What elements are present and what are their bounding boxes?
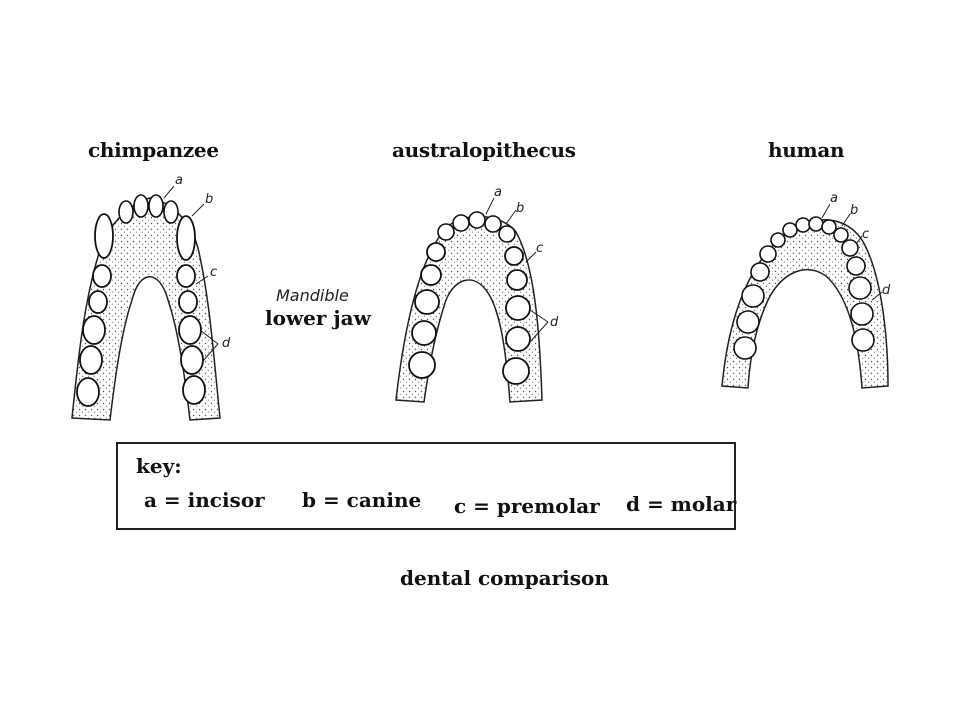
key-canine: b = canine — [302, 488, 422, 512]
human-tooth-1 — [782, 222, 798, 238]
chimp-canine-right — [176, 215, 196, 261]
chimp-premolar-l2 — [88, 290, 108, 314]
australo-incisor-4 — [484, 215, 502, 233]
human-jaw: a b c d — [721, 191, 891, 389]
human-label-d: d — [882, 283, 891, 298]
chimp-molar-r1 — [178, 315, 202, 345]
human-title: human — [768, 138, 845, 162]
human-tooth-r4 — [850, 302, 874, 326]
human-tooth-l1 — [770, 232, 786, 248]
australo-molar-l1 — [414, 289, 440, 315]
chimp-canine-left — [94, 213, 114, 259]
australo-label-d: d — [550, 315, 559, 330]
australo-premolar-r1 — [504, 246, 524, 266]
chimp-premolar-l1 — [92, 264, 112, 288]
chimp-molar-l2 — [79, 345, 103, 375]
human-tooth-2 — [795, 217, 811, 233]
chimpanzee-title: chimpanzee — [88, 138, 219, 162]
chimp-premolar-r1 — [176, 264, 196, 288]
australo-label-c: c — [536, 241, 543, 256]
chimp-molar-l1 — [82, 315, 106, 345]
diagram-caption: dental comparison — [400, 566, 609, 590]
chimp-premolar-r2 — [178, 290, 198, 314]
chimp-incisor-4 — [163, 200, 179, 224]
human-tooth-r5 — [851, 328, 875, 352]
human-tooth-r1 — [841, 239, 859, 257]
australo-premolar-r2 — [506, 269, 528, 291]
key-box: key: a = incisor b = canine c = premolar… — [116, 442, 736, 530]
human-tooth-l4 — [741, 284, 765, 308]
australo-incisor-1 — [437, 223, 455, 241]
chimp-label-c: c — [210, 265, 217, 280]
chimp-label-d: d — [222, 336, 231, 351]
human-tooth-r3 — [848, 276, 872, 300]
chimp-molar-r2 — [180, 345, 204, 375]
australo-incisor-2 — [452, 214, 470, 232]
lower-jaw-label: lower jaw — [265, 306, 371, 330]
australo-molar-l3 — [408, 351, 436, 379]
chimp-molar-l3 — [76, 377, 100, 407]
australo-molar-r3 — [502, 357, 530, 385]
australo-incisor-3 — [468, 211, 486, 229]
australo-molar-r2 — [505, 326, 531, 352]
human-label-b: b — [850, 203, 858, 218]
australo-premolar-l1 — [426, 242, 446, 262]
chimp-label-a: a — [175, 173, 183, 188]
key-incisor: a = incisor — [144, 488, 265, 512]
human-tooth-3 — [808, 216, 824, 232]
human-tooth-5 — [833, 227, 849, 243]
chimp-label-b: b — [205, 192, 213, 207]
australo-premolar-l2 — [420, 264, 442, 286]
chimpanzee-jaw: a b c d — [71, 173, 231, 421]
human-label-a: a — [830, 191, 838, 206]
human-tooth-l5 — [736, 310, 760, 334]
human-tooth-l3 — [750, 262, 770, 282]
human-tooth-l6 — [733, 336, 757, 360]
human-label-c: c — [862, 227, 869, 242]
australo-molar-r1 — [505, 295, 531, 321]
australo-canine-right — [498, 225, 516, 243]
mandible-label: Mandible — [276, 286, 349, 305]
chimp-incisor-3 — [148, 194, 164, 218]
australo-label-a: a — [494, 185, 502, 200]
australopithecus-title: australopithecus — [392, 138, 576, 162]
chimp-incisor-2 — [133, 194, 149, 218]
chimp-incisor-1 — [118, 200, 134, 224]
australo-label-b: b — [516, 201, 524, 216]
key-premolar: c = premolar — [454, 494, 600, 518]
key-heading: key: — [136, 454, 182, 478]
human-tooth-r2 — [846, 256, 866, 276]
australopithecus-jaw: a b c d — [395, 185, 559, 403]
human-tooth-4 — [821, 219, 837, 235]
key-molar: d = molar — [626, 492, 737, 516]
human-tooth-l2 — [759, 245, 777, 263]
australo-molar-l2 — [411, 320, 437, 346]
chimp-molar-r3 — [182, 375, 206, 405]
